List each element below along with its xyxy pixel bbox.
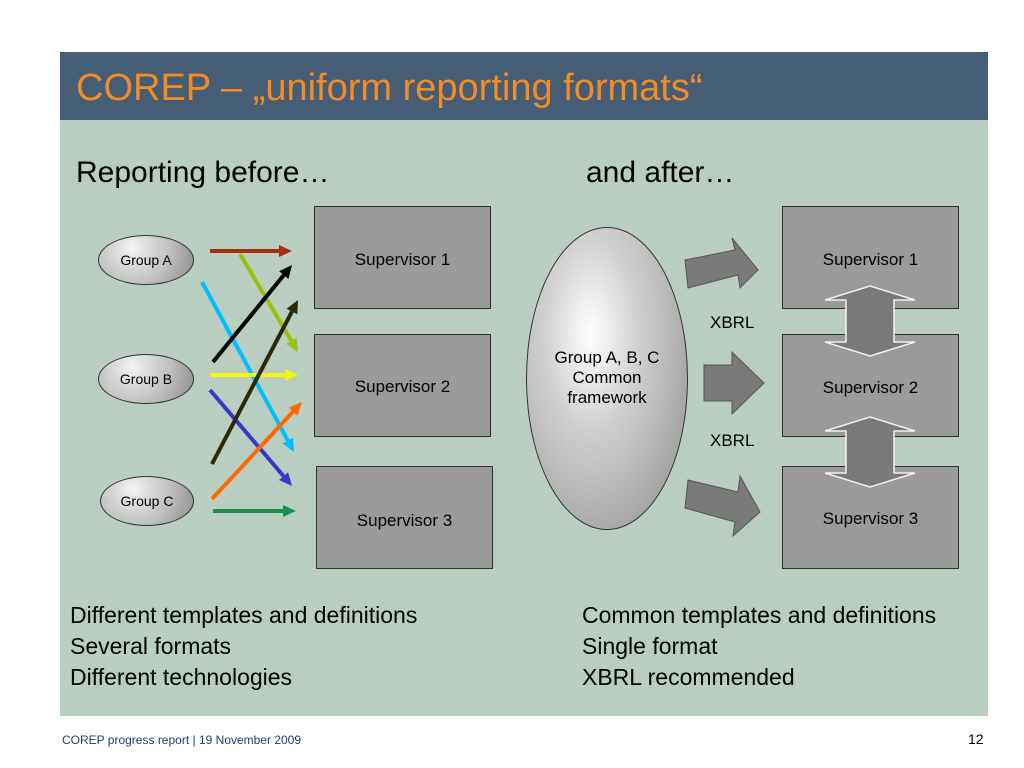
xbrl-label-1: XBRL	[710, 313, 755, 332]
before-point: Different technologies	[70, 664, 293, 690]
before-supervisor-1: Supervisor 1	[314, 206, 491, 309]
after-point: Single format	[582, 633, 718, 659]
heading-before: Reporting before…	[76, 156, 330, 189]
slide-title: COREP – „uniform reporting formats“	[76, 67, 703, 109]
before-arrows	[200, 245, 302, 517]
before-supervisor-3-label: Supervisor 3	[356, 511, 453, 530]
before-supervisor-3: Supervisor 3	[316, 466, 493, 569]
block-arrow-to-supervisor-3	[684, 474, 761, 538]
double-arrow-1-2-top	[824, 285, 916, 357]
group-b-oval: Group B	[98, 354, 194, 404]
page-number: 12	[968, 731, 984, 747]
framework-oval: Group A, B, C Common framework	[526, 227, 688, 530]
before-arrow-line	[208, 388, 286, 478]
group-c-oval: Group C	[100, 476, 194, 526]
before-point: Different templates and definitions	[70, 602, 418, 628]
after-point: XBRL recommended	[582, 664, 795, 690]
before-arrow-line	[210, 310, 294, 465]
framework-line-1: Group A, B, C	[554, 348, 660, 367]
before-supervisor-1-label: Supervisor 1	[354, 250, 451, 269]
block-arrow-to-supervisor-2	[703, 350, 765, 416]
before-arrow-head	[286, 337, 298, 352]
before-arrow-head	[286, 300, 298, 315]
before-arrow-head	[283, 505, 296, 517]
before-arrow-head	[278, 472, 292, 486]
double-arrow-2-3-top	[824, 416, 916, 488]
xbrl-label-2: XBRL	[710, 431, 755, 450]
before-arrow-line	[211, 273, 286, 364]
before-arrow-head	[282, 437, 294, 452]
before-arrow-head	[285, 369, 298, 381]
before-point: Several formats	[70, 633, 232, 659]
before-supervisor-2: Supervisor 2	[314, 334, 491, 437]
before-supervisor-2-label: Supervisor 2	[354, 377, 451, 396]
heading-after: and after…	[586, 156, 735, 189]
after-point: Common templates and definitions	[582, 602, 937, 628]
framework-line-2: Common	[572, 368, 642, 387]
framework-line-3: framework	[567, 388, 647, 407]
content-area: Reporting before… and after… Group A Gro…	[60, 120, 988, 716]
group-a-oval: Group A	[98, 235, 194, 285]
after-supervisor-3-label: Supervisor 3	[822, 509, 919, 528]
block-arrow-to-supervisor-1	[684, 237, 759, 290]
double-arrows-overlay	[824, 285, 916, 488]
before-arrow-head	[279, 245, 292, 257]
before-arrow-line	[200, 281, 290, 442]
after-points-list: Common templates and definitions Single …	[582, 600, 936, 693]
before-arrow-head	[279, 265, 292, 279]
before-points-list: Different templates and definitions Seve…	[70, 600, 417, 693]
before-arrow-head	[288, 402, 302, 416]
footer-text: COREP progress report | 19 November 2009	[62, 733, 302, 747]
after-supervisor-2-label: Supervisor 2	[822, 378, 919, 397]
after-supervisor-1-label: Supervisor 1	[822, 250, 919, 269]
title-bar: COREP – „uniform reporting formats“	[60, 52, 988, 120]
before-arrow-line	[210, 410, 295, 501]
